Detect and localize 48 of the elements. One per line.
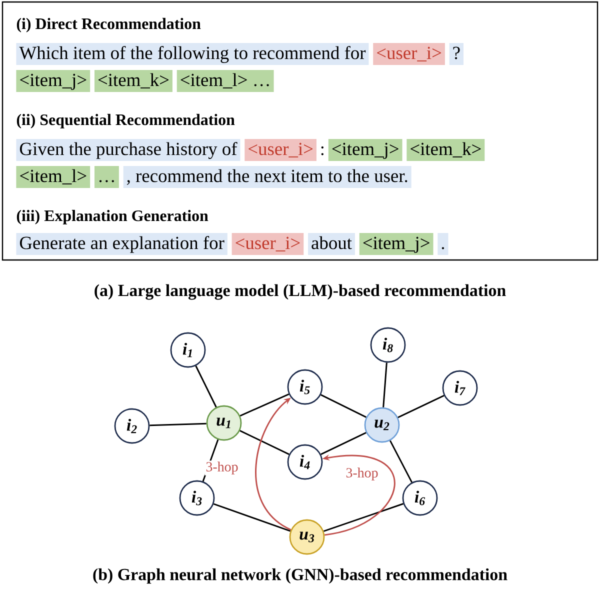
item-token: <item_l> … [176,70,274,92]
edge-line [320,394,366,418]
edge-line [195,366,217,408]
item-node: i$_{4}$ [287,444,323,480]
item-node: i$_{7}$ [442,370,478,406]
item-token: <item_j> [328,139,402,161]
edge-label: 3-hop [344,466,380,482]
edge-line [390,440,412,483]
edge-line [382,362,388,408]
item-token: <item_k> [406,139,485,161]
edge-line [320,432,366,455]
edge-line [240,430,290,455]
item-token: <item_j> [359,233,434,255]
item-token: <item_l> [16,166,90,188]
figure-caption: (b) Graph neural network (GNN)-based recommendation [93,568,508,584]
prompt-text: ? [449,43,464,65]
user-token: <user_i> [232,233,304,255]
prompt-text: : [321,146,324,156]
section-heading: (ii) Sequential Recommendation [16,114,235,128]
prompt-text: Given the purchase history of [16,139,240,161]
section-heading: (iii) Explanation Generation [16,210,208,224]
edge-line [240,394,290,416]
item-node: i$_{6}$ [402,480,438,516]
prompt-text: Which item of the following to recommend for [16,43,369,65]
edge-line [398,394,444,418]
item-token: <item_j> [16,70,90,92]
item-node: i$_{3}$ [179,480,215,516]
item-token: <item_k> [94,70,172,92]
item-node: i$_{1}$ [170,332,206,368]
edge-label: 3-hop [204,460,240,476]
item-node: i$_{5}$ [287,369,323,405]
user-node: u$_{3}$ [289,519,325,555]
edge-line [323,503,404,532]
prompt-text: about [308,233,355,255]
prompt-text: . [438,233,448,255]
item-token: … [94,166,119,188]
edge-line [213,503,291,532]
prompt-text: Generate an explanation for [16,233,228,255]
user-token: <user_i> [373,43,445,65]
section-heading: (i) Direct Recommendation [16,18,201,32]
user-node: u$_{1}$ [206,405,242,441]
prompt-text: , recommend the next item to the user. [123,166,412,188]
item-node: i$_{8}$ [370,327,406,363]
user-token: <user_i> [244,139,316,161]
item-node: i$_{2}$ [114,408,150,444]
edge-line [150,422,206,426]
user-node: u$_{2}$ [364,407,400,443]
figure-caption: (a) Large language model (LLM)-based recommendation [94,284,506,300]
